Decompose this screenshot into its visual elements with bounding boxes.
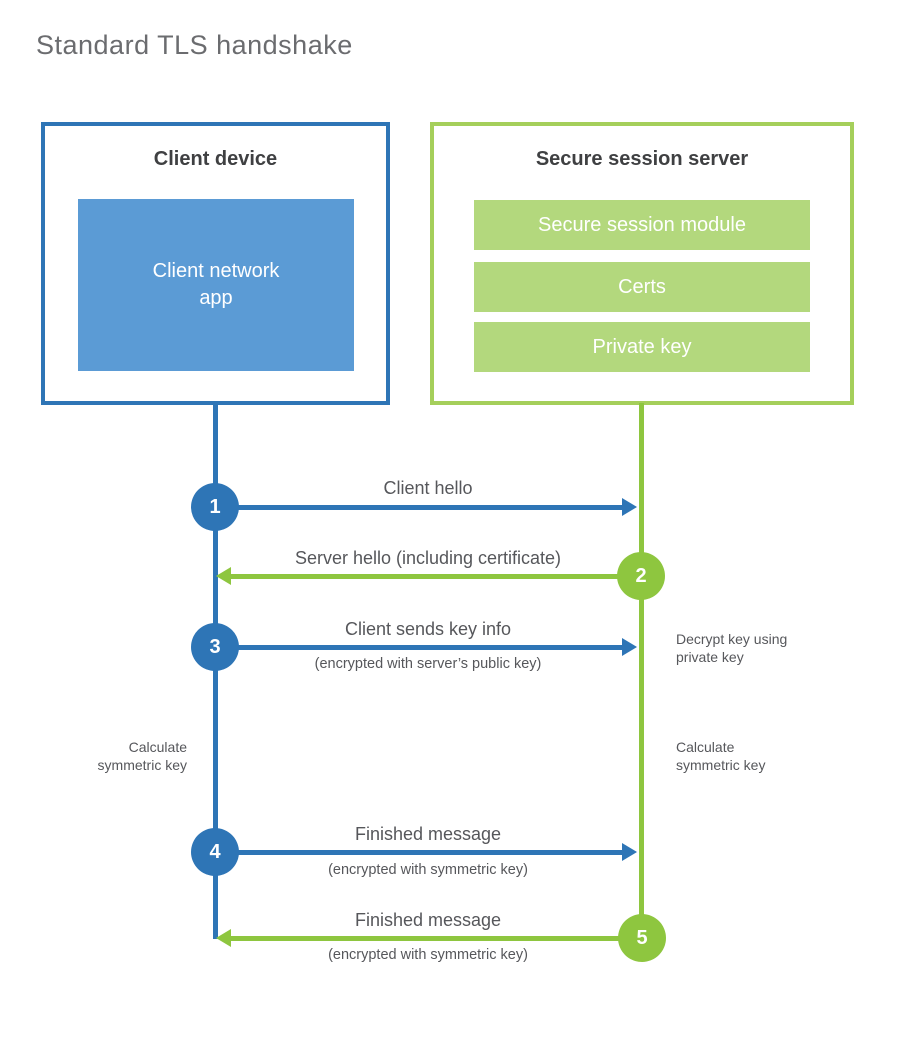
arrow-step5-shaft bbox=[231, 936, 642, 941]
client-device-title: Client device bbox=[153, 148, 278, 170]
step4-badge: 4 bbox=[191, 828, 239, 876]
step3-label: Client sends key info bbox=[344, 619, 512, 639]
step4-sublabel: (encrypted with symmetric key) bbox=[328, 862, 528, 878]
step5-label: Finished message bbox=[354, 910, 502, 930]
step3-sublabel: (encrypted with server’s public key) bbox=[314, 656, 542, 672]
arrow-step3-shaft bbox=[215, 645, 622, 650]
step3-badge: 3 bbox=[191, 623, 239, 671]
step2-badge: 2 bbox=[617, 552, 665, 600]
arrow-step3-head-right-icon bbox=[622, 638, 637, 656]
decrypt-key-note: Decrypt key using private key bbox=[676, 631, 788, 665]
arrow-step5-head-left-icon bbox=[216, 929, 231, 947]
step1-label: Client hello bbox=[383, 478, 473, 498]
arrow-step2-shaft bbox=[231, 574, 641, 579]
secure-session-server-title: Secure session server bbox=[535, 148, 749, 170]
arrow-step4-shaft bbox=[215, 850, 622, 855]
server-module-certs: Certs bbox=[474, 262, 810, 312]
arrow-step1-shaft bbox=[215, 505, 622, 510]
server-module-private-key: Private key bbox=[474, 322, 810, 372]
server-lifeline bbox=[639, 403, 644, 939]
calculate-symmetric-key-note-server: Calculate symmetric key bbox=[676, 739, 766, 773]
client-network-app-block: Client network app bbox=[78, 199, 354, 371]
step4-label: Finished message bbox=[354, 824, 502, 844]
arrow-step4-head-right-icon bbox=[622, 843, 637, 861]
page-title: Standard TLS handshake bbox=[36, 30, 353, 60]
client-lifeline bbox=[213, 403, 218, 939]
step2-label: Server hello (including certificate) bbox=[294, 548, 562, 568]
server-module-secure-session: Secure session module bbox=[474, 200, 810, 250]
calculate-symmetric-key-note-client: Calculate symmetric key bbox=[97, 739, 187, 773]
arrow-step1-head-right-icon bbox=[622, 498, 637, 516]
step5-sublabel: (encrypted with symmetric key) bbox=[328, 947, 528, 963]
step1-badge: 1 bbox=[191, 483, 239, 531]
step5-badge: 5 bbox=[618, 914, 666, 962]
arrow-step2-head-left-icon bbox=[216, 567, 231, 585]
